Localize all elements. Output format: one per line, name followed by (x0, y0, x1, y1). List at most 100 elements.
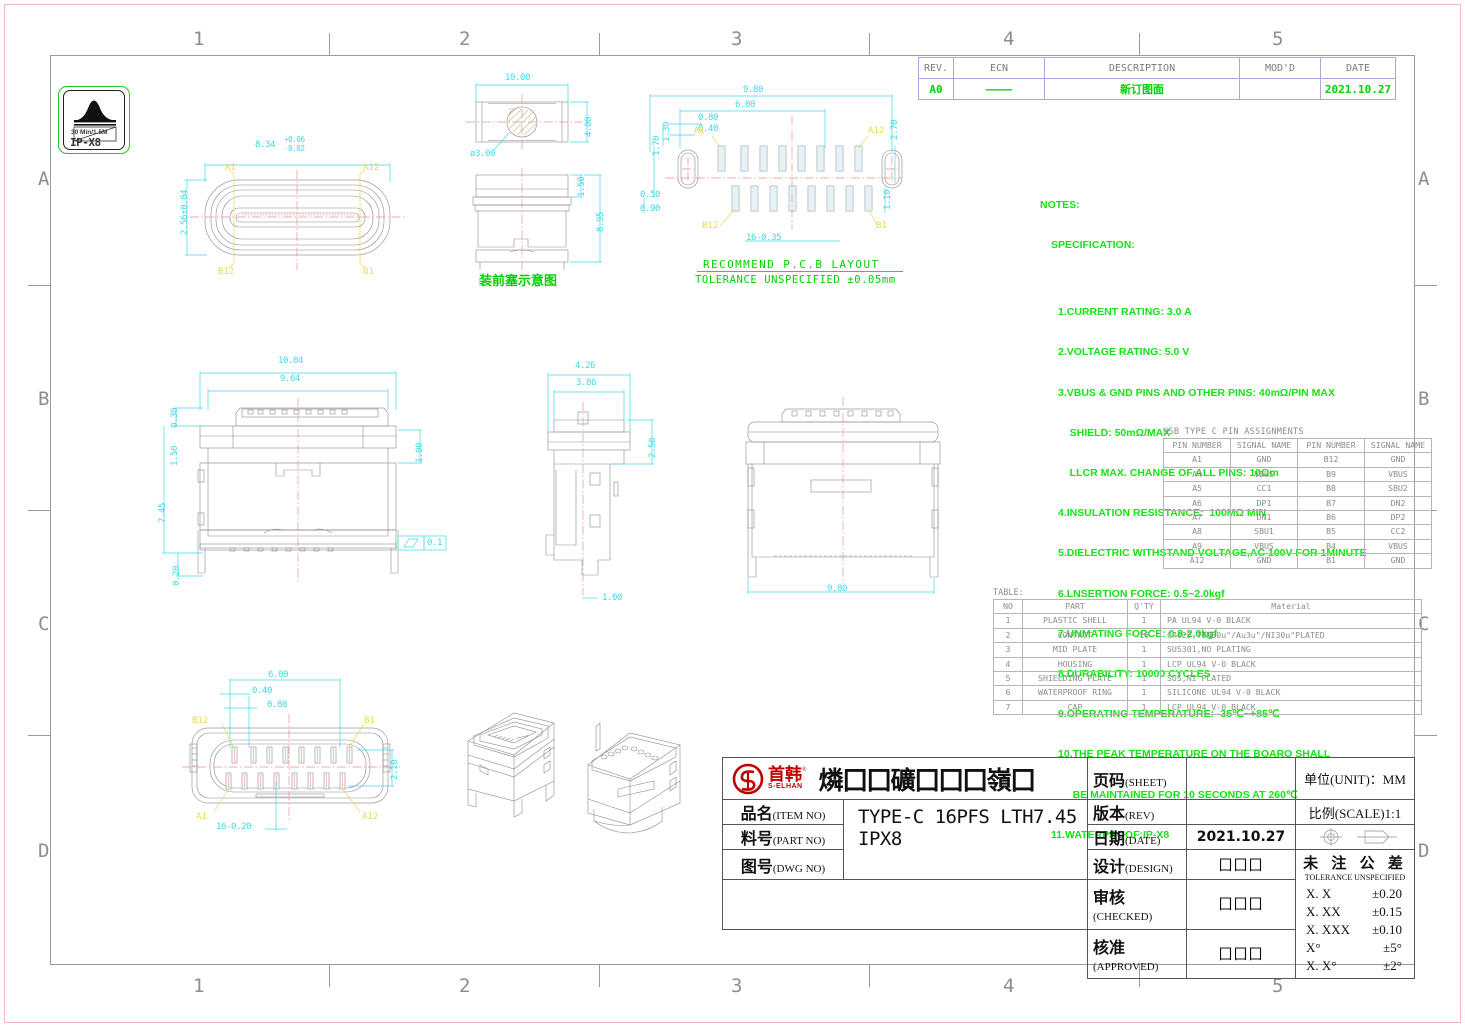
pin-cell: VBUS (1230, 538, 1298, 555)
front-width-tol-upper: +0.06 (284, 135, 305, 144)
cap-pre-assembly-view: 10.00 4.00 ø3.00 1.50 8.95 装前塞示意图 (448, 72, 648, 289)
mat-cell: MID PLATE (1022, 642, 1128, 658)
isometric-views (458, 693, 698, 843)
cap-width-dim: 10.00 (505, 73, 531, 83)
mat-cell: CAP (1022, 699, 1128, 716)
projection-symbol-cell (1295, 824, 1415, 850)
field-design-value[interactable]: 囗囗囗 (1186, 848, 1296, 881)
field-approved-value[interactable]: 囗囗囗 (1186, 928, 1296, 980)
mat-cell: SILICONE UL94 V-0 BLACK (1160, 685, 1422, 701)
note-item: SHIELD: 50mΩ/MAX (1058, 426, 1171, 439)
pin-cell: CC2 (1364, 524, 1432, 540)
mat-cell: 7 (993, 699, 1023, 716)
sheet-label-cn: 页码 (1093, 770, 1126, 790)
front-width-dim: 8.34 (255, 140, 276, 150)
field-date-value[interactable]: 2021.10.27 (1186, 824, 1296, 850)
pin-cell: A12 (1163, 553, 1231, 569)
mat-cell: 6 (993, 685, 1023, 701)
pin-cell: GND (1230, 452, 1298, 468)
col-tick (599, 33, 600, 55)
revision-table-row: A0 ———— 新订图面 2021.10.27 (918, 78, 1396, 100)
item-no-value: TYPE-C 16PFS LTH7.45 IPX8 (858, 806, 1077, 850)
pin-cell: DN2 (1364, 495, 1432, 512)
front-view: 8.34 +0.06 -0.02 2.56±0.04 A1 A12 B12 B1 (150, 130, 440, 290)
notes-subtitle: SPECIFICATION: (1051, 239, 1135, 252)
bottom-pin-a12: A12 (362, 812, 379, 822)
checked-label-en: (CHECKED) (1093, 911, 1153, 924)
pcb-pin-a1: A1 (694, 126, 705, 136)
col-mark-5-bottom: 5 (1272, 975, 1284, 997)
pin-cell: GND (1364, 452, 1432, 468)
tolerance-title: 未 注 公 差 (1303, 854, 1407, 872)
field-sheet-value[interactable] (1186, 757, 1296, 800)
pcb-caption: RECOMMEND P.C.B LAYOUT (703, 258, 880, 271)
pin-cell: GND (1364, 553, 1432, 569)
row-mark-d-right: D (1418, 840, 1430, 862)
col-tick (329, 33, 330, 55)
pcb-overall-dim: 9.80 (743, 85, 764, 95)
field-part-label: 料号(PART NO) (722, 824, 844, 850)
bottom-view: 6.00 0.40 0.80 2.10 16-0.20 B12 B1 A1 A1… (152, 662, 442, 852)
row-tick (28, 285, 50, 286)
mat-header-no: NO (993, 598, 1023, 615)
mat-cell: SUS,NI PLATED (1160, 671, 1422, 687)
pin-cell: B7 (1297, 495, 1365, 512)
profile-w1-dim: 4.26 (575, 361, 596, 371)
field-approved-label: 核准(APPROVED) (1087, 928, 1187, 980)
field-dwg-label: 图号(DWG NO) (722, 848, 844, 881)
col-mark-2-bottom: 2 (459, 975, 471, 997)
tol-val: ±5° (1383, 940, 1402, 955)
pin-cell: A6 (1163, 495, 1231, 512)
field-design-label: 设计(DESIGN) (1087, 848, 1187, 881)
rear-width-dim: 9.80 (827, 584, 848, 594)
row-mark-a-right: A (1418, 168, 1430, 190)
pin-cell: CC1 (1230, 481, 1298, 497)
tolerance-row: X. X±0.20 (1302, 886, 1408, 902)
pcb-span-dim: 6.00 (735, 100, 756, 110)
pin-cell: B12 (1297, 452, 1365, 468)
pin-cell: A5 (1163, 481, 1231, 497)
rev-header-rev: REV. (918, 57, 954, 79)
side-h4-dim: 1.00 (415, 442, 425, 463)
mat-cell: LCP UL94 V-0 BLACK (1160, 699, 1422, 716)
date-label-cn: 日期 (1093, 829, 1126, 848)
pin-cell: VBUS (1364, 466, 1432, 483)
cap-view-caption: 装前塞示意图 (479, 274, 558, 289)
row-tick (28, 735, 50, 736)
field-rev-value[interactable] (1186, 799, 1296, 825)
unit-cell: 单位(UNIT)：MM (1295, 757, 1415, 800)
mat-header-qty: Q'TY (1127, 598, 1161, 615)
sheet-outer-border (4, 4, 1461, 1023)
dwg-label-cn: 图号 (740, 856, 773, 876)
mat-cell: 1 (1127, 685, 1161, 701)
col-mark-4-bottom: 4 (1003, 975, 1015, 997)
pin-cell: DN1 (1230, 510, 1298, 526)
mat-cell: 1 (1127, 613, 1161, 629)
profile-h-dim: 2.50 (648, 437, 658, 458)
rear-view: 9.80 (734, 392, 974, 612)
cap-total-dim: 8.95 (596, 211, 606, 232)
note-item: 1.CURRENT RATING: 3.0 A (1058, 306, 1192, 319)
tol-val: ±2° (1383, 958, 1402, 973)
pcb-v2-dim: 1.70 (652, 135, 662, 156)
pcb-tolerance-note: TOLERANCE UNSPECIFIED ±0.05mm (695, 274, 896, 286)
pin-assignments-table: PIN NUMBER SIGNAL NAME PIN NUMBER SIGNAL… (1163, 437, 1432, 569)
pin-header-2: PIN NUMBER (1297, 437, 1365, 454)
pin-cell: VBUS (1364, 538, 1432, 555)
bottom-pads-dim: 16-0.20 (216, 822, 252, 832)
mat-cell: 1 (1127, 656, 1161, 673)
field-checked-label: 审核(CHECKED) (1087, 879, 1187, 930)
col-mark-2-top: 2 (459, 28, 471, 50)
pin-cell: B9 (1297, 466, 1365, 483)
mat-cell: 1 (993, 613, 1023, 629)
pin-cell: SBU1 (1230, 524, 1298, 540)
side-w2-dim: 9.64 (280, 374, 301, 384)
item-no-value-cell[interactable]: TYPE-C 16PFS LTH7.45 IPX8 (843, 798, 1088, 881)
field-checked-value[interactable]: 囗囗囗 (1186, 879, 1296, 930)
row-mark-a-left: A (38, 168, 50, 190)
mat-cell: 16 (1127, 627, 1161, 644)
